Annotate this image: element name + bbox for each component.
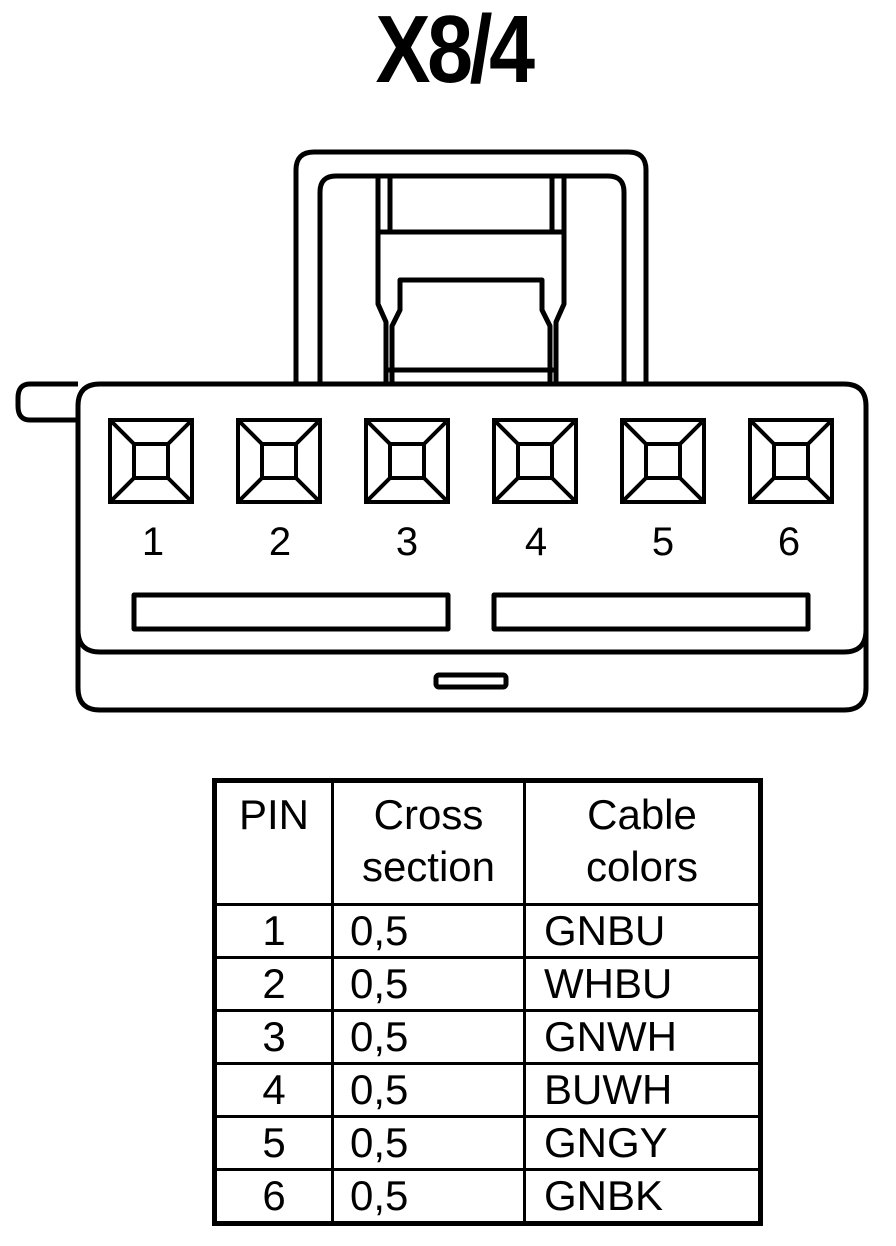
cell-pin: 3	[213, 1009, 334, 1065]
bottom-key	[433, 672, 509, 690]
cell-cable-color: WHBU	[523, 956, 762, 1012]
pin-assignment-table: PIN Cross section Cable colors 1 0,5 GNB…	[212, 778, 763, 1226]
cell-cross-section: 0,5	[331, 1062, 526, 1118]
pin-label: 4	[525, 520, 547, 564]
table-row: 5 0,5 GNGY	[213, 1115, 762, 1171]
table-row: 3 0,5 GNWH	[213, 1009, 762, 1065]
table-row: 2 0,5 WHBU	[213, 956, 762, 1012]
pin-label: 6	[778, 520, 800, 564]
connector-title: X8/4	[375, 0, 536, 103]
cell-cross-section: 0,5	[331, 956, 526, 1012]
side-tab	[15, 381, 78, 423]
header-cable-colors: Cable colors	[523, 779, 762, 906]
pin-label: 1	[142, 520, 164, 564]
cell-cross-section: 0,5	[331, 1115, 526, 1171]
cell-pin: 2	[213, 956, 334, 1012]
pin-6-terminal	[748, 418, 834, 504]
table-header-row: PIN Cross section Cable colors	[213, 779, 762, 906]
pin-label: 3	[396, 520, 418, 564]
pin-3-terminal	[364, 418, 450, 504]
cell-pin: 4	[213, 1062, 334, 1118]
cell-cable-color: GNBU	[523, 903, 762, 959]
cell-pin: 1	[213, 903, 334, 959]
header-cross-section: Cross section	[331, 779, 526, 906]
table-row: 1 0,5 GNBU	[213, 903, 762, 959]
cell-cable-color: GNWH	[523, 1009, 762, 1065]
latch-bar	[378, 229, 567, 384]
table-row: 6 0,5 GNBK	[213, 1168, 762, 1225]
slot-right	[491, 592, 811, 632]
housing-inner-line	[75, 629, 869, 655]
cell-pin: 6	[213, 1168, 334, 1225]
cell-cable-color: BUWH	[523, 1062, 762, 1118]
latch-outer	[293, 149, 649, 384]
cell-cross-section: 0,5	[331, 903, 526, 959]
connector-diagram: 1 2 3 4 5 6	[15, 149, 869, 713]
cell-pin: 5	[213, 1115, 334, 1171]
pin-label: 5	[652, 520, 674, 564]
pin-4-terminal	[492, 418, 578, 504]
cell-cross-section: 0,5	[331, 1168, 526, 1225]
cell-cable-color: GNBK	[523, 1168, 762, 1225]
cell-cable-color: GNGY	[523, 1115, 762, 1171]
pin-2-terminal	[236, 418, 322, 504]
header-pin: PIN	[213, 779, 334, 906]
pin-5-terminal	[620, 418, 706, 504]
table-row: 4 0,5 BUWH	[213, 1062, 762, 1118]
pin-label: 2	[269, 520, 291, 564]
cell-cross-section: 0,5	[331, 1009, 526, 1065]
pin-1-terminal	[108, 418, 194, 504]
housing-outer	[75, 381, 869, 713]
slot-left	[131, 592, 451, 632]
latch-inner	[317, 173, 627, 384]
